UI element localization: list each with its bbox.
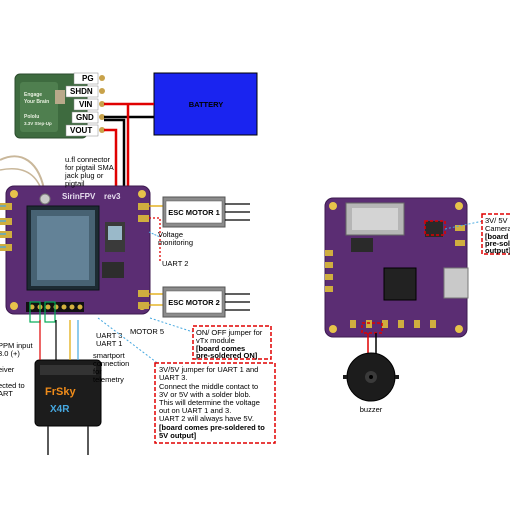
esc-motor-1-label: ESC MOTOR 1 xyxy=(168,208,220,217)
esc-motor-1: ESC MOTOR 1 xyxy=(162,196,250,228)
jumper-line-2: UART 3. xyxy=(159,373,187,382)
vtx-bold-2: pre-soldered ON] xyxy=(196,351,258,360)
vtx-bold-1: [board comes xyxy=(196,344,245,353)
receiver-annotation: eiver ected to ART xyxy=(0,365,25,398)
smartport-line-4: telemetry xyxy=(93,375,124,384)
right-pads xyxy=(138,203,149,309)
uart3-label: UART 3 xyxy=(96,331,122,340)
pin-vin-label: VIN xyxy=(79,100,93,109)
uart1-label: UART 1 xyxy=(96,339,122,348)
camera-line-2: Camera xyxy=(485,224,510,233)
buzzer-label: buzzer xyxy=(360,405,383,414)
motor5-label: MOTOR 5 xyxy=(130,327,164,336)
smartport-line-3: for xyxy=(93,367,102,376)
pin-shdn-label: SHDN xyxy=(70,87,93,96)
receiver-line-1: eiver xyxy=(0,365,15,374)
smartport-annotation: smartport connection for telemetry xyxy=(93,351,129,384)
battery: BATTERY xyxy=(153,72,258,136)
voltage-line-2: monitoring xyxy=(158,238,193,247)
camera-bold-1: [board c xyxy=(485,232,510,241)
jumper-line-6: out on UART 1 and 3. xyxy=(159,406,231,415)
voltage-regulator: Engage Your Brain Pololu 3.3V Step-Up PG… xyxy=(14,72,105,139)
battery-label: BATTERY xyxy=(189,100,224,109)
jumper-line-5: This will determine the voltage xyxy=(159,398,260,407)
svg-text:X4R: X4R xyxy=(50,404,70,415)
board-name: SirinFPV xyxy=(62,192,96,201)
board-rev: rev3 xyxy=(104,192,121,201)
jumper-bold-1: [board comes pre-soldered to xyxy=(159,423,265,432)
jumper-line-7: UART 2 will always have 5V. xyxy=(159,414,254,423)
fc-board-bottom xyxy=(324,197,469,338)
ppm-line-1: PPM input xyxy=(0,341,34,350)
jumper-bold-2: 5V output] xyxy=(159,431,197,440)
smartport-line-1: smartport xyxy=(93,351,126,360)
voltage-annotation: Voltage monitoring xyxy=(148,230,193,247)
regulator-silk-3: Pololu xyxy=(24,114,39,120)
vtx-callout: ON/ OFF jumper for vTx module [board com… xyxy=(192,325,272,360)
uart2-label: UART 2 xyxy=(162,259,188,268)
camera-line-1: 3V/ 5V xyxy=(485,216,508,225)
voltage-line-1: Voltage xyxy=(158,230,183,239)
smartport-line-2: connection xyxy=(93,359,129,368)
jumper-line-1: 3V/5V jumper for UART 1 and xyxy=(159,365,258,374)
vtx-line-2: vTx module xyxy=(196,336,235,345)
ppm-annotation: PPM input 3.0 (+) xyxy=(0,341,34,358)
ufl-line-1: u.fl connector xyxy=(65,155,111,164)
svg-text:FrSky: FrSky xyxy=(45,386,76,398)
esc-motor-2: ESC MOTOR 2 xyxy=(162,286,250,318)
receiver: FrSky X4R xyxy=(34,320,102,455)
ufl-line-4: pigtail xyxy=(65,179,85,188)
ppm-line-2: 3.0 (+) xyxy=(0,349,20,358)
buzzer: buzzer xyxy=(343,333,399,414)
regulator-pins: PG SHDN VIN GND VOUT xyxy=(65,72,105,137)
pin-gnd-label: GND xyxy=(76,113,94,122)
camera-bold-2: pre-sold xyxy=(485,239,510,248)
pin-pg-label: PG xyxy=(82,74,94,83)
receiver-line-4: ART xyxy=(0,389,13,398)
vtx-line-1: ON/ OFF jumper for xyxy=(196,328,263,337)
regulator-silk-4: 3.3V Step-Up xyxy=(24,121,52,126)
camera-bold-3: output] xyxy=(485,246,510,255)
callout-leaders xyxy=(97,317,194,366)
flight-controller-board: SirinFPV rev3 xyxy=(0,185,151,323)
jumper-line-4: 3V or 5V with a solder blob. xyxy=(159,390,251,399)
jumper-callout: 3V/5V jumper for UART 1 and UART 3. Conn… xyxy=(154,362,276,444)
ufl-line-3: jack plug or xyxy=(64,171,104,180)
receiver-line-3: ected to xyxy=(0,381,25,390)
jumper-line-3: Connect the middle contact to xyxy=(159,382,258,391)
ufl-annotation: u.fl connector for pigtail SMA jack plug… xyxy=(64,155,114,188)
esc-motor-2-label: ESC MOTOR 2 xyxy=(168,298,220,307)
ufl-line-2: for pigtail SMA xyxy=(65,163,114,172)
camera-callout: 3V/ 5V Camera [board c pre-sold output] xyxy=(444,213,510,255)
pin-vout-label: VOUT xyxy=(70,126,92,135)
regulator-silk-2: Your Brain xyxy=(24,99,49,105)
regulator-silk-1: Engage xyxy=(24,92,42,98)
